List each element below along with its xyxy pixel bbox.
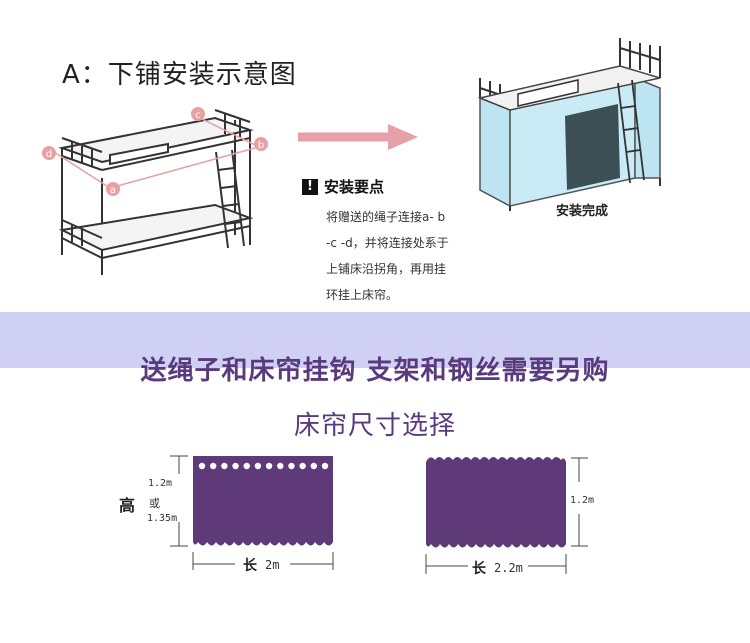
curtain-hooks — [198, 462, 329, 470]
tip-line: 环挂上床帘。 — [326, 288, 399, 302]
tip-line: 上铺床沿拐角，再用挂 — [326, 262, 447, 276]
length-2-prefix: 长 — [472, 561, 486, 577]
hook-hole — [198, 462, 206, 470]
hook-hole — [232, 462, 239, 470]
length-1-value: 2m — [265, 558, 280, 572]
install-tips-title: 安装要点 — [324, 178, 385, 196]
tip-line: 将赠送的绳子连接a- b — [326, 210, 446, 224]
hook-hole — [265, 462, 273, 470]
label-d: d — [46, 149, 52, 160]
height-1-2m: 1.2m — [148, 478, 173, 489]
height-1-35m: 1.35m — [147, 513, 178, 524]
curtain-1-diagram — [170, 455, 334, 570]
hook-hole — [277, 462, 284, 470]
length-1-prefix: 长 — [243, 558, 257, 574]
hook-hole — [321, 462, 329, 470]
accent-band — [0, 312, 750, 368]
hook-hole — [310, 462, 318, 470]
install-tips-header: ! 安装要点 — [302, 176, 384, 197]
arrow-right-icon — [298, 124, 418, 150]
hook-hole — [243, 462, 250, 470]
hook-hole — [288, 462, 295, 470]
curtain-1 — [193, 456, 333, 546]
slogan: 送绳子和床帘挂钩 支架和钢丝需要另购 — [140, 356, 610, 386]
hook-hole — [209, 462, 217, 470]
hook-hole — [254, 462, 262, 470]
hook-hole — [299, 462, 306, 470]
height-2-value: 1.2m — [570, 495, 595, 506]
install-done-label: 安装完成 — [556, 204, 609, 219]
installed-bed-illustration — [477, 38, 661, 211]
install-tips-text: 将赠送的绳子连接a- b -c -d，并将连接处系于 上铺床沿拐角，再用挂 环挂… — [326, 204, 449, 308]
length-2: 长 2.2m — [472, 558, 523, 578]
height-or: 或 — [149, 497, 160, 510]
size-title: 床帘尺寸选择 — [293, 411, 456, 441]
bunk-bed-illustration: d a c b — [42, 107, 268, 275]
tip-line: -c -d，并将连接处系于 — [326, 236, 449, 250]
label-a: a — [110, 185, 116, 196]
label-c: c — [195, 110, 201, 121]
length-2-value: 2.2m — [494, 561, 523, 575]
curtain-2 — [426, 457, 566, 548]
length-1: 长 2m — [243, 555, 279, 575]
height-label: 高 — [119, 496, 136, 515]
warning-icon: ! — [302, 178, 318, 195]
hook-hole — [221, 462, 228, 470]
curtain-2-diagram — [425, 457, 588, 574]
page-title: A：下铺安装示意图 — [62, 60, 297, 90]
label-b: b — [258, 140, 264, 151]
